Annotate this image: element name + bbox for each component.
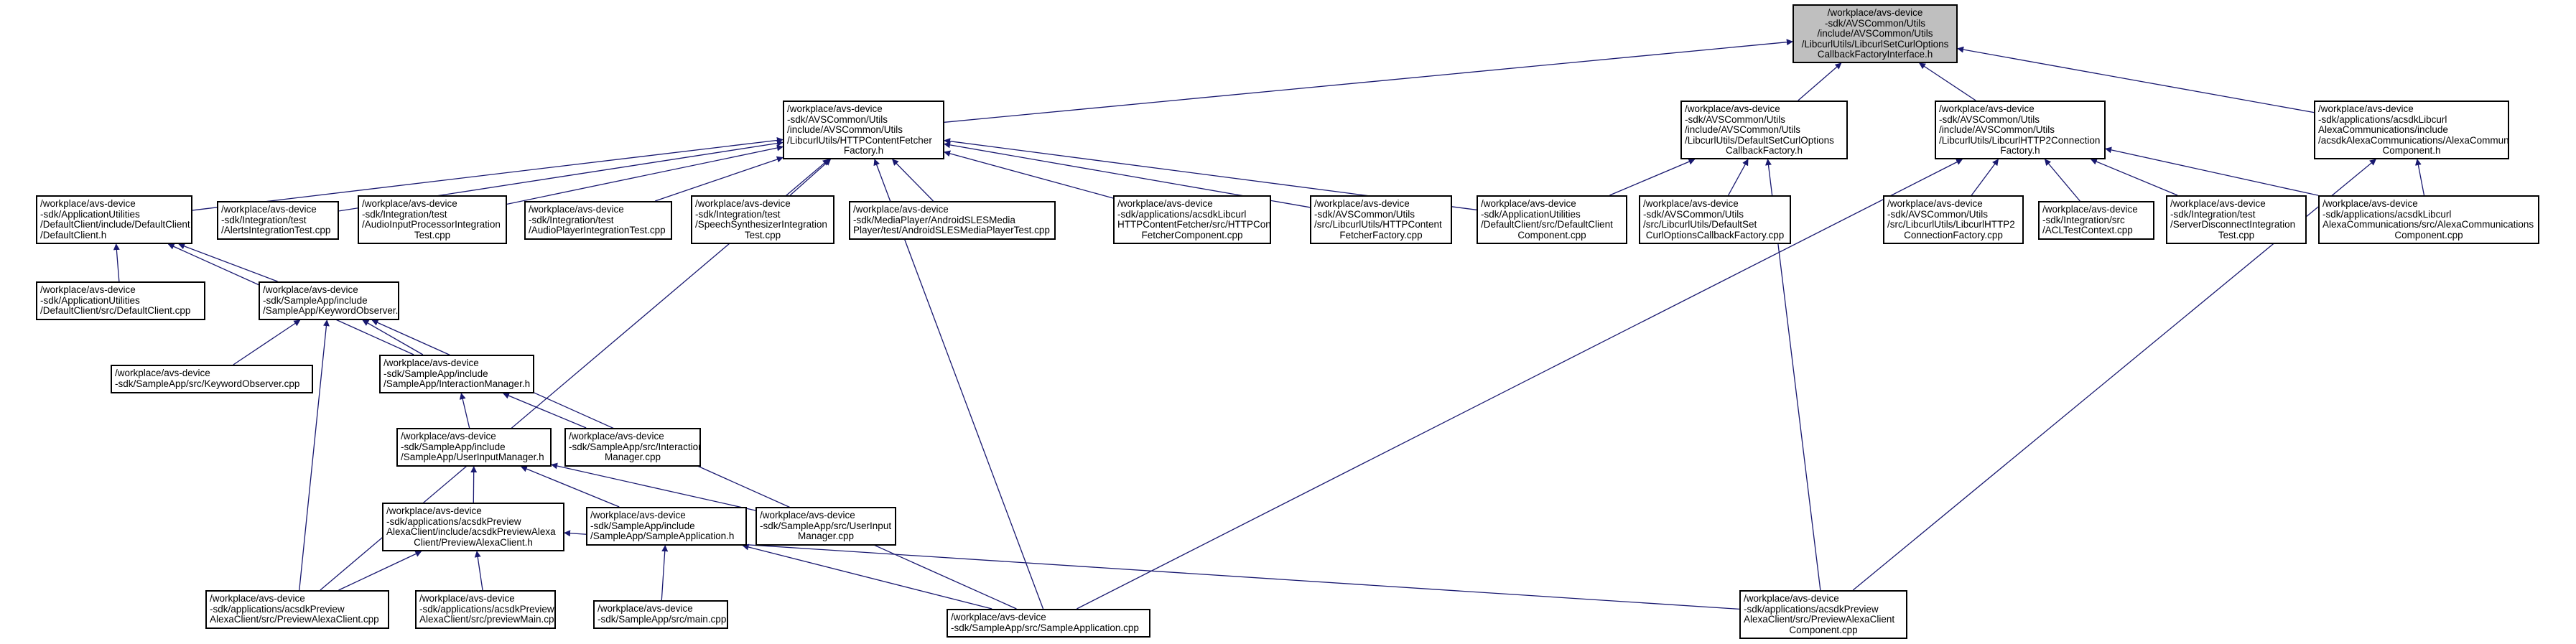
edge-interaction_manager_h-to-keyword_observer_h xyxy=(362,319,424,355)
node-interaction-manager-cpp[interactable]: /workplace/avs-device-sdk/SampleApp/src/… xyxy=(564,428,701,467)
edge-android_sles_test-to-http_fetcher_factory_h xyxy=(892,159,934,202)
edge-sample_application_cpp-to-libcurl_http2_h xyxy=(1077,159,1963,610)
node-alexa-communications-component-cpp[interactable]: /workplace/avs-device-sdk/applications/a… xyxy=(2318,195,2539,244)
node-sample-application-header[interactable]: /workplace/avs-device-sdk/SampleApp/incl… xyxy=(586,507,747,546)
edge-server_disconnect_test-to-libcurl_http2_h xyxy=(2090,158,2178,196)
node-default-client-component[interactable]: /workplace/avs-device-sdk/ApplicationUti… xyxy=(1477,195,1627,244)
node-preview-main-cpp[interactable]: /workplace/avs-device-sdk/applications/a… xyxy=(415,590,556,629)
node-acl-test-context[interactable]: /workplace/avs-device-sdk/Integration/sr… xyxy=(2038,201,2154,240)
node-interaction-manager-header[interactable]: /workplace/avs-device-sdk/SampleApp/incl… xyxy=(379,355,534,393)
node-keyword-observer-cpp[interactable]: /workplace/avs-device-sdk/SampleApp/src/… xyxy=(111,365,313,393)
edge-default_client_component-to-default_set_curl_h xyxy=(1609,159,1696,196)
edge-keyword_observer_cpp-to-keyword_observer_h xyxy=(233,319,301,365)
edge-main_cpp-to-sample_application_h xyxy=(661,545,669,601)
edge-alexa_comm_component_cpp-to-alexa_comm_component_h xyxy=(2414,159,2425,196)
node-android-sles-media-player-test[interactable]: /workplace/avs-device-sdk/MediaPlayer/An… xyxy=(849,201,1056,240)
node-libcurl-http2-connection-factory-header[interactable]: /workplace/avs-device-sdk/AVSCommon/Util… xyxy=(1935,101,2106,159)
node-alexa-communications-component-header[interactable]: /workplace/avs-device-sdk/applications/a… xyxy=(2314,101,2509,159)
edge-sample_application_h-to-user_input_manager_h xyxy=(520,465,620,508)
node-default-client-header[interactable]: /workplace/avs-device-sdk/ApplicationUti… xyxy=(36,195,192,244)
edge-acl_test_context-to-libcurl_http2_h xyxy=(2044,159,2080,202)
node-default-set-curl-options-factory-cpp[interactable]: /workplace/avs-device-sdk/AVSCommon/Util… xyxy=(1639,195,1791,244)
node-default-client-cpp[interactable]: /workplace/avs-device-sdk/ApplicationUti… xyxy=(36,281,205,320)
edge-default_client_h-to-http_fetcher_factory_h xyxy=(192,136,784,211)
node-main-cpp[interactable]: /workplace/avs-device-sdk/SampleApp/src/… xyxy=(593,600,728,629)
edge-preview_alexa_client_cpp-to-preview_alexa_client_h xyxy=(338,551,422,591)
edge-audio_player_test-to-http_fetcher_factory_h xyxy=(654,156,784,202)
edge-user_input_manager_h-to-interaction_manager_h xyxy=(459,393,470,429)
edge-alexa_comm_component_h-to-root xyxy=(1957,46,2315,113)
node-libcurl-http2-connection-factory-cpp[interactable]: /workplace/avs-device-sdk/AVSCommon/Util… xyxy=(1883,195,2024,244)
node-alerts-integration-test[interactable]: /workplace/avs-device-sdk/Integration/te… xyxy=(217,201,339,240)
node-preview-alexa-client-component[interactable]: /workplace/avs-device-sdk/applications/a… xyxy=(1739,590,1907,639)
node-audio-input-processor-integration-test[interactable]: /workplace/avs-device-sdk/Integration/te… xyxy=(358,195,507,244)
node-http-content-fetcher-factory-cpp[interactable]: /workplace/avs-device-sdk/AVSCommon/Util… xyxy=(1310,195,1452,244)
edge-libcurl_http2_h-to-root xyxy=(1919,62,1976,101)
edge-user_input_manager_cpp-to-user_input_manager_h xyxy=(551,462,756,511)
edge-speech_synth_test-to-http_fetcher_factory_h xyxy=(789,159,832,196)
node-speech-synthesizer-integration-test[interactable]: /workplace/avs-device-sdk/Integration/te… xyxy=(691,195,834,244)
edge-sample_application_cpp-to-sample_application_h xyxy=(742,543,992,610)
node-user-input-manager-header[interactable]: /workplace/avs-device-sdk/SampleApp/incl… xyxy=(396,428,552,467)
edge-alexa_comm_component_cpp-to-libcurl_http2_h xyxy=(2105,146,2319,196)
edge-http_fetcher_factory_h-to-root xyxy=(944,39,1793,123)
edge-preview_main_cpp-to-preview_alexa_client_h xyxy=(474,551,483,591)
node-audio-player-integration-test[interactable]: /workplace/avs-device-sdk/Integration/te… xyxy=(524,201,672,240)
node-http-content-fetcher-factory-header[interactable]: /workplace/avs-device-sdk/AVSCommon/Util… xyxy=(783,101,944,159)
edge-keyword_observer_h-to-default_client_h xyxy=(178,243,278,282)
edge-default_set_curl_h-to-root xyxy=(1798,62,1842,101)
node-preview-alexa-client-header[interactable]: /workplace/avs-device-sdk/applications/a… xyxy=(382,503,564,551)
edge-libcurl_http2_cpp-to-libcurl_http2_h xyxy=(1971,159,1999,196)
node-server-disconnect-integration-test[interactable]: /workplace/avs-device-sdk/Integration/te… xyxy=(2166,195,2307,244)
node-root-interface-header[interactable]: /workplace/avs-device-sdk/AVSCommon/Util… xyxy=(1792,4,1958,63)
edge-audio_input_test-to-http_fetcher_factory_h xyxy=(506,144,784,205)
edge-preview_alexa_client_cpp-to-keyword_observer_h xyxy=(299,319,330,591)
node-user-input-manager-cpp[interactable]: /workplace/avs-device-sdk/SampleApp/src/… xyxy=(755,507,896,546)
node-keyword-observer-header[interactable]: /workplace/avs-device-sdk/SampleApp/incl… xyxy=(259,281,399,320)
node-default-set-curl-options-factory-header[interactable]: /workplace/avs-device-sdk/AVSCommon/Util… xyxy=(1680,101,1848,159)
edge-http_fetcher_component-to-http_fetcher_factory_h xyxy=(944,150,1114,199)
node-sample-application-cpp[interactable]: /workplace/avs-device-sdk/SampleApp/src/… xyxy=(947,609,1150,638)
node-http-content-fetcher-component[interactable]: /workplace/avs-device-sdk/applications/a… xyxy=(1113,195,1271,244)
edge-interaction_manager_cpp-to-interaction_manager_h xyxy=(503,392,587,429)
edge-default_client_cpp-to-default_client_h xyxy=(113,243,120,282)
edge-default_set_curl_cpp-to-default_set_curl_h xyxy=(1728,159,1749,196)
node-preview-alexa-client-cpp[interactable]: /workplace/avs-device-sdk/applications/a… xyxy=(205,590,389,629)
